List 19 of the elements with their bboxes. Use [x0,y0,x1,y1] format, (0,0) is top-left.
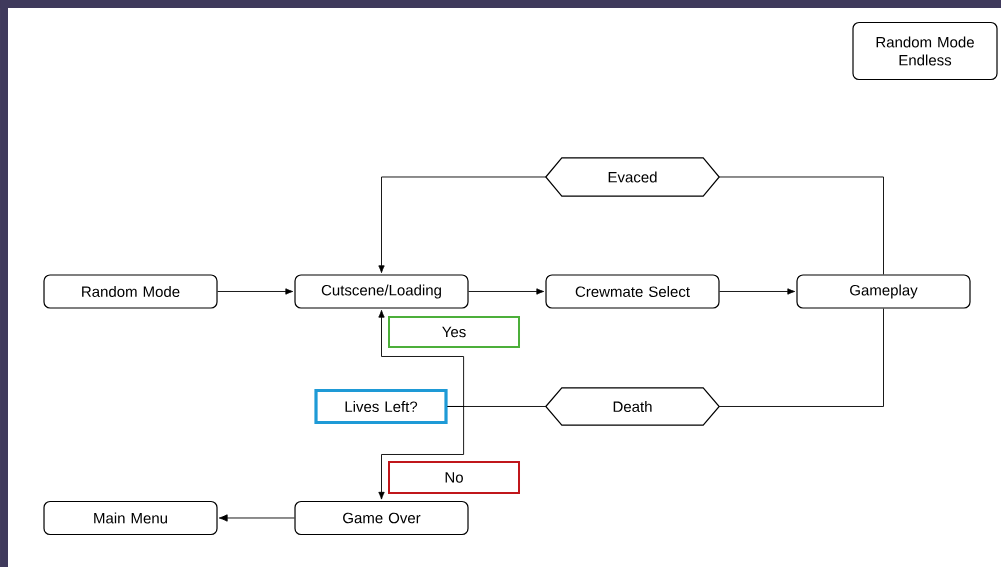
hexagon-box: Death [545,387,720,426]
arrow [378,176,547,274]
arrow [378,309,465,407]
hexagon-box: Evaced [545,157,720,197]
label-box: Lives Left? [314,388,448,425]
arrow [217,288,294,295]
process-box: Cutscene/Loading [294,274,469,309]
process-box: Gameplay [796,274,971,309]
label-box: No [388,461,520,494]
process-box: Random Mode Endless [852,21,998,81]
process-box: Main Menu [43,500,218,536]
arrow [378,406,465,500]
process-box: Game Over [294,500,469,536]
process-box: Random Mode [43,274,218,309]
process-box: Crewmate Select [545,274,720,309]
arrow [468,288,545,295]
label-box: Yes [388,316,520,348]
arrow [719,288,796,295]
arrow [218,514,295,522]
